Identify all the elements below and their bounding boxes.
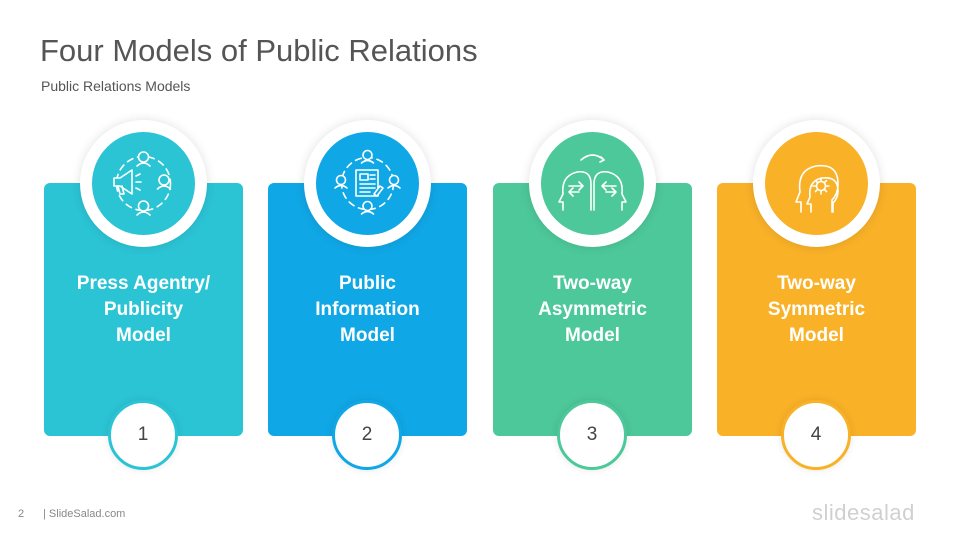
slide-title: Four Models of Public Relations xyxy=(40,33,478,68)
card-title: Two-way Asymmetric Model xyxy=(538,273,647,346)
icon-ring xyxy=(529,120,656,247)
card-title: Press Agentry/ Publicity Model xyxy=(76,273,211,346)
head-gear-icon xyxy=(765,132,868,235)
step-number: 2 xyxy=(332,400,402,470)
two-heads-exchange-icon xyxy=(541,132,644,235)
step-number: 4 xyxy=(781,400,851,470)
slide-subtitle: Public Relations Models xyxy=(41,78,191,94)
footer-site-link[interactable]: | SlideSalad.com xyxy=(43,508,126,520)
news-people-icon xyxy=(316,132,419,235)
card-title: Two-way Symmetric Model xyxy=(767,273,866,346)
page-number: 2 xyxy=(18,508,25,520)
icon-ring xyxy=(304,120,431,247)
megaphone-people-icon xyxy=(92,132,195,235)
brand-logo: slidesalad xyxy=(812,500,915,525)
step-number: 3 xyxy=(557,400,627,470)
card-title: Public Information Model xyxy=(315,273,420,346)
icon-ring xyxy=(753,120,880,247)
icon-ring xyxy=(80,120,207,247)
step-number: 1 xyxy=(108,400,178,470)
